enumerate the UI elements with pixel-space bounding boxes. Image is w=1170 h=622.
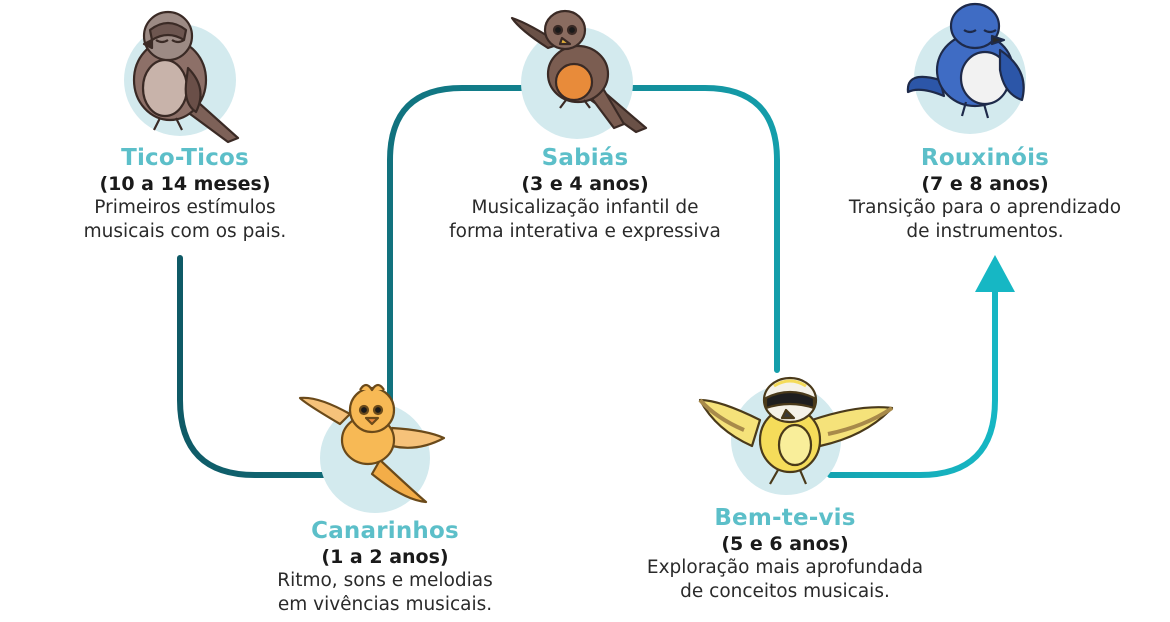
stage-desc-line: Ritmo, sons e melodias: [277, 570, 493, 591]
stage-desc-line: forma interativa e expressiva: [449, 221, 721, 242]
arrow-head-icon: [975, 255, 1015, 292]
kiskadee-icon: [698, 376, 894, 485]
stage-cana: Canarinhos (1 a 2 anos) Ritmo, sons e me…: [205, 518, 565, 617]
canary-icon: [298, 383, 446, 504]
stage-title: Tico-Ticos: [121, 145, 249, 171]
stage-age: (3 e 4 anos): [521, 173, 649, 195]
nightingale-icon: [906, 2, 1025, 119]
stage-desc-line: Transição para o aprendizado: [848, 197, 1122, 218]
stage-age: (5 e 6 anos): [721, 533, 849, 555]
journey-path: [177, 85, 998, 478]
stage-age: (10 a 14 meses): [99, 173, 271, 195]
stage-desc-line: de instrumentos.: [906, 221, 1064, 242]
stage-title: Sabiás: [541, 145, 629, 171]
stage-desc-line: de conceitos musicais.: [680, 581, 890, 602]
stage-tico: Tico-Ticos (10 a 14 meses) Primeiros est…: [5, 145, 365, 244]
stage-age: (1 a 2 anos): [321, 546, 449, 568]
stage-title: Bem-te-vis: [714, 505, 856, 531]
stage-desc-line: em vivências musicais.: [277, 594, 493, 615]
stage-desc-line: Musicalização infantil de: [471, 197, 699, 218]
stage-roux: Rouxinóis (7 e 8 anos) Transição para o …: [805, 145, 1165, 244]
stage-sabia: Sabiás (3 e 4 anos) Musicalização infant…: [405, 145, 765, 244]
stage-desc-line: musicais com os pais.: [83, 221, 287, 242]
stage-title: Canarinhos: [311, 518, 459, 544]
thrush-icon: [510, 9, 648, 134]
stage-title: Rouxinóis: [920, 145, 1050, 171]
stage-desc-line: Exploração mais aprofundada: [646, 557, 924, 578]
stage-desc-line: Primeiros estímulos: [94, 197, 276, 218]
sparrow-icon: [132, 10, 240, 144]
stage-bemt: Bem-te-vis (5 e 6 anos) Exploração mais …: [605, 505, 965, 604]
stage-age: (7 e 8 anos): [921, 173, 1049, 195]
